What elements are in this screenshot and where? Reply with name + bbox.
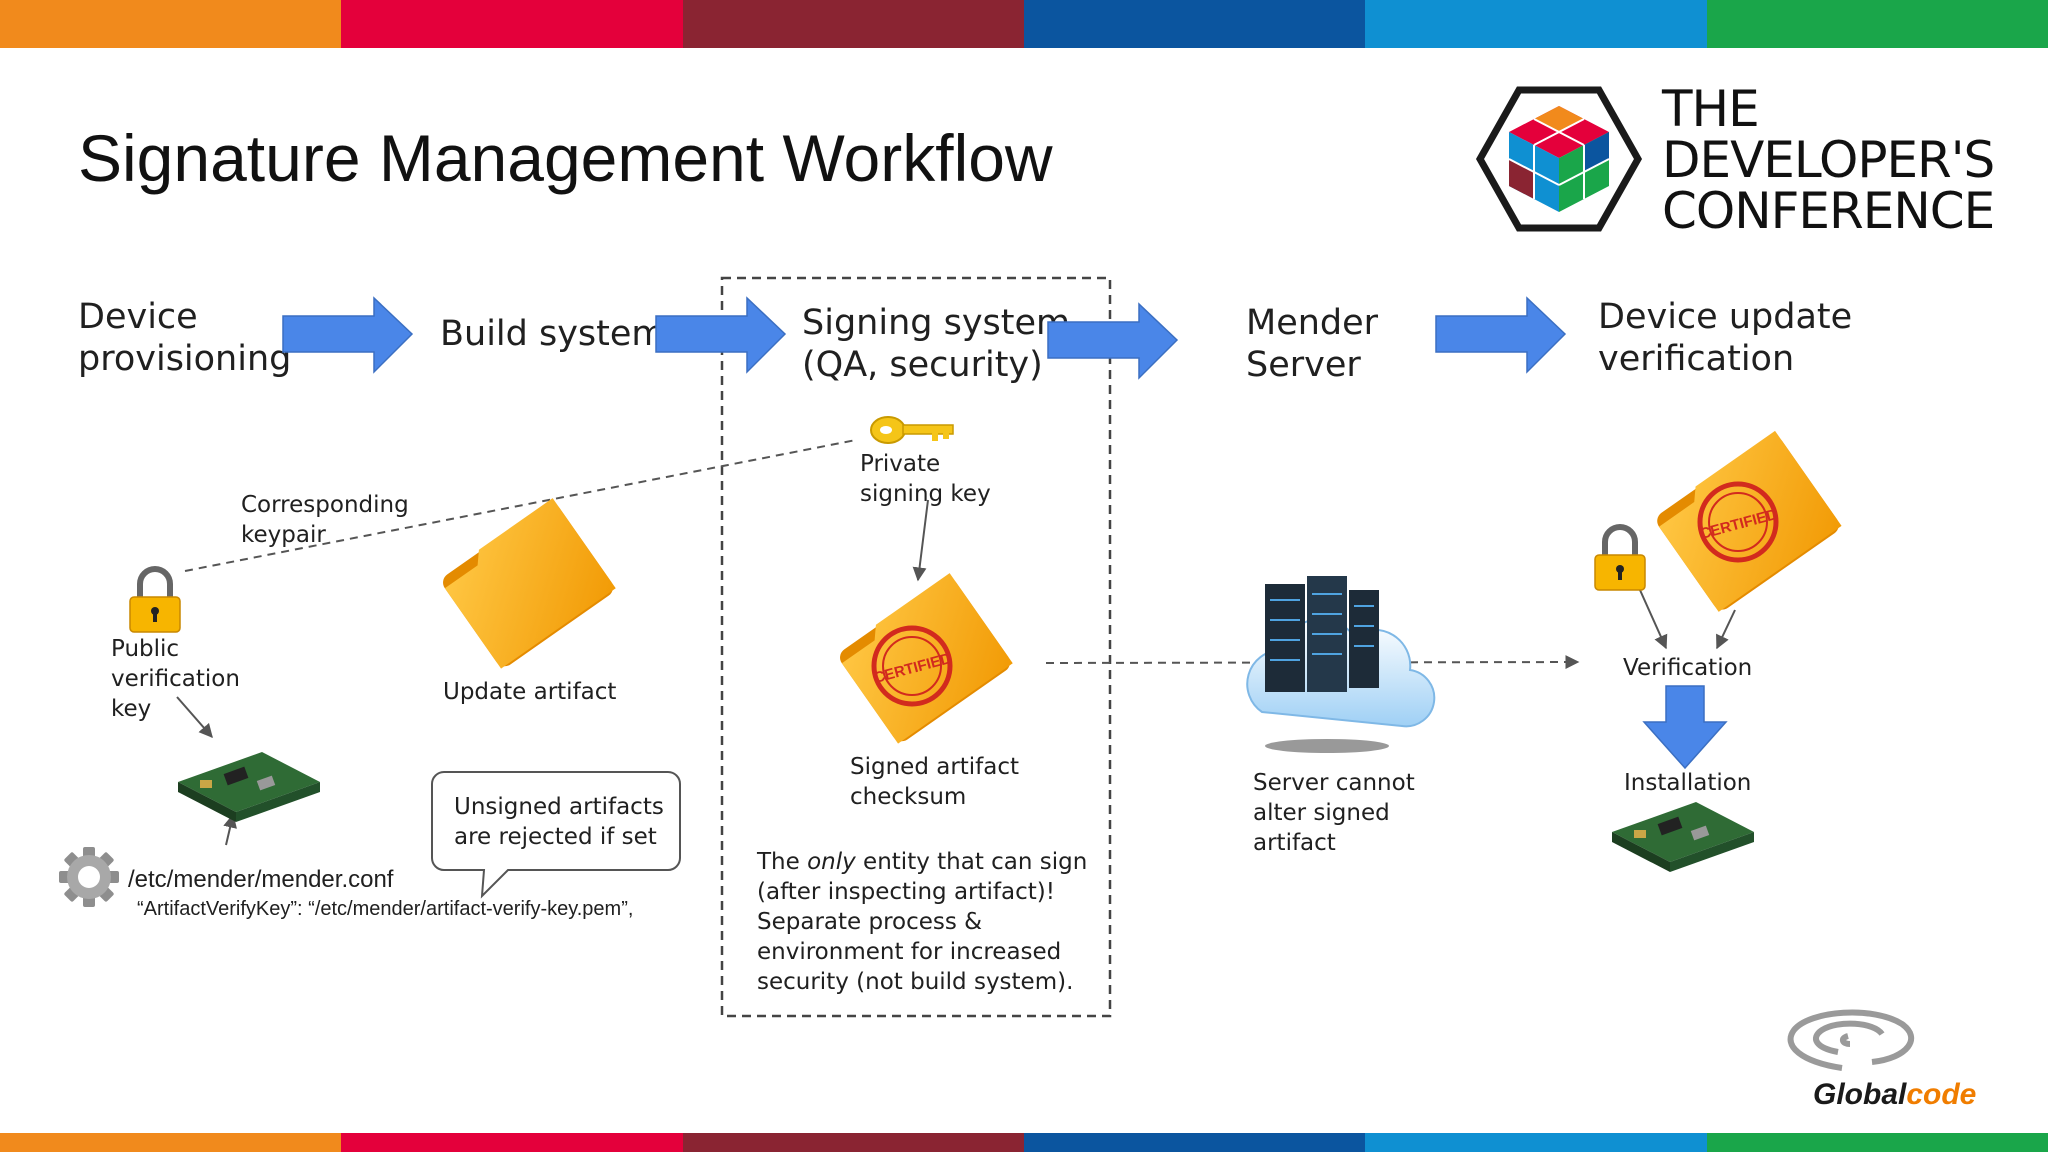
signed-checksum-label: Signed artifact checksum <box>850 752 1019 812</box>
top-color-bar <box>0 0 2048 48</box>
connector-arrow <box>176 696 213 739</box>
cube-logo-icon <box>1475 86 1643 232</box>
label-line: verification <box>111 666 240 692</box>
bar-segment-lightblue <box>1365 0 1707 48</box>
public-key-label: Public verification key <box>111 634 240 724</box>
note-suffix: entity that can sign <box>855 849 1088 875</box>
label-line: Private <box>860 451 941 477</box>
bar-segment-green <box>1706 1133 2048 1152</box>
bar-segment-red <box>341 0 683 48</box>
label-line: Unsigned artifacts <box>454 794 664 820</box>
bar-segment-maroon <box>682 0 1024 48</box>
bar-segment-orange <box>0 1133 342 1152</box>
circuit-board-icon <box>1612 802 1754 872</box>
stage-mender-server: Mender Server <box>1246 302 1378 386</box>
bar-segment-darkblue <box>1023 1133 1366 1152</box>
stage-label-line: Mender <box>1246 303 1379 343</box>
bar-segment-lightblue <box>1365 1133 1707 1152</box>
brand-part-global: Global <box>1813 1078 1907 1111</box>
label-line: Public <box>111 636 180 662</box>
label-line: The only entity that can sign <box>757 847 1087 877</box>
stage-label-line: Device <box>78 297 198 337</box>
stage-device-provisioning: Device provisioning <box>78 296 291 380</box>
logo-line-the: THE <box>1662 80 1760 138</box>
label-line: alter signed <box>1253 800 1390 826</box>
stage-build-system: Build system <box>440 313 666 355</box>
stage-device-update-verification: Device update verification <box>1598 296 1852 380</box>
signed-artifact-folder-icon <box>840 573 1013 744</box>
server-note: Server cannot alter signed artifact <box>1253 768 1415 858</box>
stage-label-line: verification <box>1598 339 1795 379</box>
label-line: Signed artifact <box>850 754 1020 780</box>
label-line: (after inspecting artifact)! <box>757 879 1055 905</box>
callout-text: Unsigned artifacts are rejected if set <box>454 792 664 852</box>
bar-segment-red <box>341 1133 683 1152</box>
bar-segment-maroon <box>682 1133 1024 1152</box>
label-line: checksum <box>850 784 967 810</box>
stage-label-line: (QA, security) <box>802 345 1043 385</box>
connector-arrow <box>1716 609 1736 650</box>
connector-arrow <box>1639 589 1668 650</box>
bar-segment-darkblue <box>1023 0 1366 48</box>
private-key-label: Private signing key <box>860 449 991 509</box>
padlock-icon <box>1594 524 1646 591</box>
bar-segment-green <box>1706 0 2048 48</box>
callout-bubble <box>431 771 681 899</box>
flow-arrow-icon <box>282 296 414 374</box>
flow-arrow-icon <box>1047 302 1179 380</box>
installation-label: Installation <box>1624 770 1752 796</box>
stage-signing-system: Signing system (QA, security) <box>802 302 1070 386</box>
flow-arrow-icon <box>1435 296 1567 374</box>
gear-icon <box>59 847 119 907</box>
note-emphasis: only <box>807 849 856 875</box>
slide-title: Signature Management Workflow <box>78 121 1053 195</box>
note-prefix: The <box>757 849 808 875</box>
label-line: security (not build system). <box>757 969 1074 995</box>
server-cloud-icon <box>1246 576 1436 753</box>
connector-arrow <box>223 813 237 846</box>
label-line: artifact <box>1253 830 1336 856</box>
logo-line-conference: CONFERENCE <box>1662 182 1995 240</box>
stage-label-line: Build system <box>440 314 666 354</box>
update-artifact-label: Update artifact <box>443 679 617 705</box>
label-line: Separate process & <box>757 909 983 935</box>
label-line: environment for increased <box>757 939 1062 965</box>
bottom-color-bar <box>0 1133 2048 1152</box>
config-line: “ArtifactVerifyKey”: “/etc/mender/artifa… <box>137 898 634 920</box>
logo-line-developers: DEVELOPER'S <box>1662 131 1995 189</box>
stage-label-line: Device update <box>1598 297 1853 337</box>
keypair-link <box>184 439 857 572</box>
label-line: Corresponding <box>241 492 409 518</box>
label-line: key <box>111 696 152 722</box>
certified-artifact-folder-icon <box>1657 430 1842 612</box>
signing-key-icon <box>870 416 954 444</box>
label-line: keypair <box>241 522 326 548</box>
config-path: /etc/mender/mender.conf <box>128 866 394 893</box>
flow-arrow-icon <box>655 296 787 374</box>
brand-part-code: code <box>1906 1078 1977 1111</box>
flow-arrow-down-icon <box>1642 685 1728 770</box>
label-line: are rejected if set <box>454 824 657 850</box>
label-line: Server cannot <box>1253 770 1415 796</box>
padlock-icon <box>129 566 181 633</box>
connector-arrow <box>912 499 929 582</box>
globalcode-logo: Globalcode <box>1813 1078 1976 1112</box>
only-entity-note: The only entity that can sign (after ins… <box>757 847 1087 997</box>
bar-segment-orange <box>0 0 342 48</box>
stage-label-line: Signing system <box>802 303 1071 343</box>
signing-system-boundary <box>720 276 1112 1018</box>
circuit-board-icon <box>178 752 320 822</box>
update-artifact-folder-icon <box>443 498 616 669</box>
globalcode-swirl-icon <box>1787 1009 1915 1071</box>
verification-label: Verification <box>1623 655 1753 681</box>
label-line: signing key <box>860 481 991 507</box>
stage-label-line: provisioning <box>78 339 292 379</box>
stage-label-line: Server <box>1246 345 1361 385</box>
keypair-label: Corresponding keypair <box>241 490 409 550</box>
